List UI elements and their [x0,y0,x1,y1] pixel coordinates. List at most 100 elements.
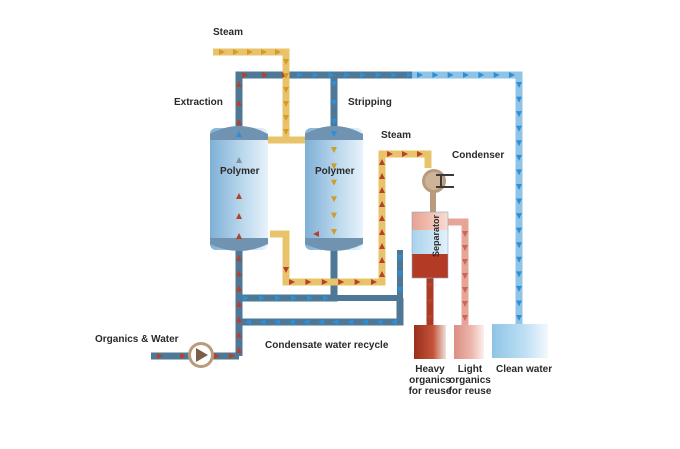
clean-water-arrow [516,169,522,176]
recycle-arrow [262,72,268,78]
light-outlet-arrow [462,287,468,293]
steam-loop-arrow [387,151,393,157]
feed-arrow [180,353,186,359]
extraction-vessel [210,126,268,251]
extraction-label: Extraction [174,97,223,108]
vessel-arrow [331,163,337,170]
bottom-arrow [291,295,297,301]
feed-arrow [214,353,220,359]
steam-loop-arrow [379,201,385,207]
feed-arrow [236,255,242,261]
vessel-arrow [236,131,242,137]
steam-loop-arrow [379,215,385,221]
vessel-arrow [313,231,319,237]
feed-arrow [236,331,242,338]
vessel-arrow [236,157,242,163]
condensate-arrow [332,319,339,325]
heavy-outlet-arrow [427,315,433,321]
extraction-out-arrow [236,81,242,87]
bottom-arrow [259,295,265,301]
recycle-arrow [375,72,382,78]
flow-arrows [157,49,522,359]
light-organics-label: Light organics for reuse [444,364,496,397]
heavy-outlet-arrow [427,283,433,289]
steam-arrow [283,73,289,79]
condensate-arrow [245,319,251,325]
separator-outlet-arrow [397,255,403,261]
recycle-arrow [312,72,319,78]
steam-loop-arrow [379,173,385,179]
steam-loop-arrow [402,151,408,157]
feed-arrow [157,353,163,359]
light-outlet-arrow [462,259,468,265]
clean-water-arrow [516,183,522,190]
steam-top-label: Steam [213,27,244,38]
recycle-arrow [328,72,335,78]
heavy-line-1: Heavy [415,364,445,375]
clean-water-arrow [516,315,522,321]
clean-water-tank [492,324,548,358]
recycle-arrow [359,72,366,78]
recycle-arrow [242,72,248,78]
condensate-arrow [361,319,368,325]
light-outlet-arrow [462,231,468,237]
steam-arrow [233,49,239,55]
vessel-arrow [236,213,242,219]
condensate-arrow [347,319,354,325]
clean-water-arrow [463,72,469,78]
steam-arrow [261,49,267,55]
feed-arrow [236,301,242,307]
clean-water-arrow [516,82,522,88]
steam-loop-arrow [283,267,289,273]
vessel-arrow [236,193,242,199]
separator-outlet-pipe [334,250,403,301]
condensate-recycle-label: Condensate water recycle [265,340,389,351]
condensate-recycle-pipe [239,298,404,326]
condensate-arrow [303,319,310,325]
condensate-arrow [376,319,383,325]
steam-arrow [283,129,289,135]
clean-water-arrow [493,72,500,78]
steam-mid-label: Steam [381,130,412,141]
steam-loop-arrow [379,257,385,263]
bottom-arrow [307,295,313,301]
bottom-arrow [323,295,329,301]
separator-label: Separator [431,214,441,257]
steam-arrow [283,115,289,121]
feed-arrow [236,347,242,353]
stripping-label: Stripping [348,97,392,108]
bottom-arrow [275,295,281,301]
condensate-arrow [391,319,397,325]
heavy-outlet-arrow [427,299,433,305]
feed-arrow [229,353,235,359]
light-line-3: for reuse [448,386,492,397]
steam-arrow [283,59,289,65]
vessel-arrow [331,179,337,186]
condensate-arrow [259,319,266,325]
clean-water-arrow [516,285,522,292]
condenser-label: Condenser [452,150,505,161]
clean-water-arrow [432,72,439,78]
light-outlet-arrow [462,245,468,251]
clean-water-arrow [516,140,522,147]
vessel-arrow [331,147,337,153]
polymer-left-label: Polymer [220,166,260,177]
steam-loop-arrow [379,159,385,165]
steam-arrow [283,101,289,107]
clean-water-arrow [516,111,522,118]
clean-water-arrow [516,96,522,103]
clean-water-arrow [509,72,515,78]
vessel-arrow [236,233,242,239]
heavy-organics-tank [414,325,446,359]
steam-loop-arrow [338,279,345,285]
separator-outlet-arrow [397,287,403,293]
light-outlet-arrow [462,315,468,321]
clean-water-arrow [516,198,522,205]
steam-loop-arrow [379,271,385,277]
vessel-arrow [331,131,337,137]
recycle-arrow [297,72,303,78]
steam-loop-arrow [379,243,385,249]
light-line-2: organics [449,375,491,386]
steam-arrow [247,49,253,55]
steam-loop-arrow [379,187,385,193]
